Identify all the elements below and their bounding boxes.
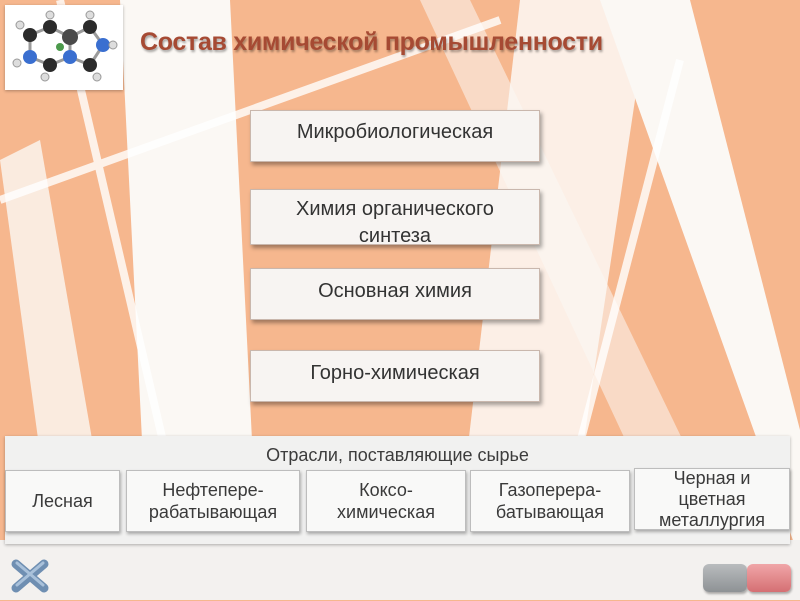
cell-line: Черная и (673, 467, 751, 488)
box-label: Горно-химическая (310, 362, 480, 384)
supplier-gas-processing: Газоперера- батывающая (470, 470, 630, 532)
cell-line: химическая (337, 502, 435, 522)
raw-materials-heading: Отрасли, поставляющие сырье (266, 445, 529, 465)
supplier-forestry: Лесная (5, 470, 120, 532)
industry-box-mining-chemical: Горно-химическая (250, 350, 540, 402)
industry-box-basic-chemistry: Основная химия (250, 268, 540, 320)
close-x-icon[interactable] (8, 556, 52, 596)
prev-button[interactable] (703, 564, 747, 592)
box-label-line1: Химия органического (296, 198, 494, 220)
box-label: Основная химия (318, 280, 472, 302)
next-button[interactable] (747, 564, 791, 592)
box-label-line2: синтеза (358, 225, 432, 247)
cell-line: металлургия (658, 509, 766, 530)
molecule-icon (5, 5, 123, 90)
supplier-oil-refining: Нефтепере- рабатывающая (126, 470, 300, 532)
cell-line: Газоперера- (498, 480, 602, 500)
cell-line: Лесная (32, 491, 93, 511)
slide-title: Состав химической промышленности (140, 28, 603, 56)
cell-line: батывающая (495, 502, 605, 522)
supplier-coke-chemical: Коксо- химическая (306, 470, 466, 532)
cell-line: Коксо- (359, 480, 413, 500)
industry-box-microbiological: Микробиологическая (250, 110, 540, 162)
cell-line: цветная (678, 488, 746, 509)
industry-box-organic-synthesis: Химия органического синтеза (250, 189, 540, 247)
cell-line: рабатывающая (148, 502, 278, 522)
box-label: Микробиологическая (296, 121, 494, 143)
cell-line: Нефтепере- (162, 480, 264, 500)
supplier-metallurgy: Черная и цветная металлургия (634, 468, 790, 530)
